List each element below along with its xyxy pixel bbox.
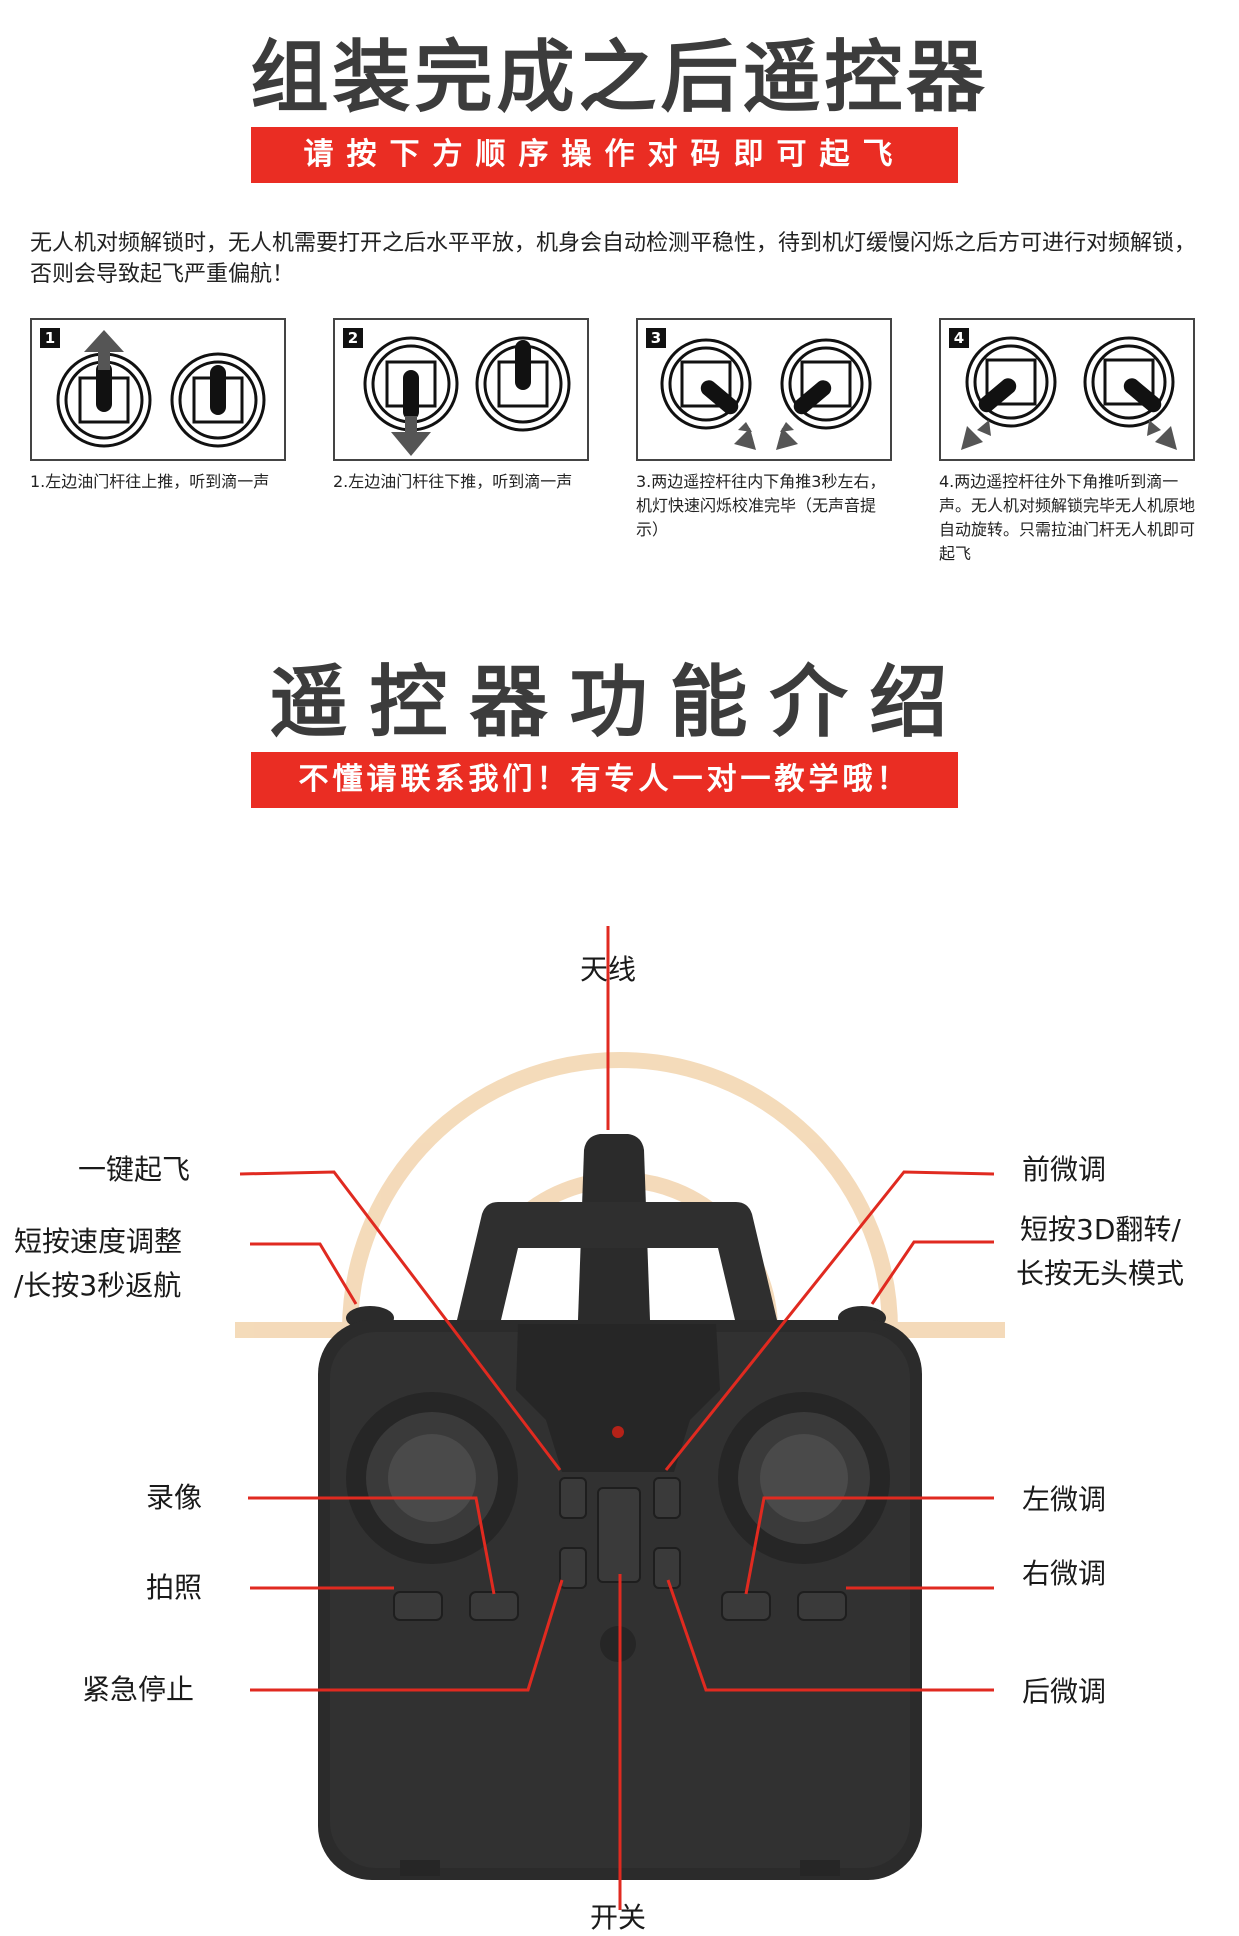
left-trim-button [721, 1591, 771, 1621]
step-number: 1 [40, 328, 60, 348]
label-front-trim: 前微调 [1022, 1153, 1107, 1186]
right-joystick [760, 1434, 848, 1522]
step-2-text: 2.左边油门杆往下推，听到滴一声 [333, 472, 573, 491]
label-one-key-takeoff: 一键起飞 [78, 1153, 191, 1186]
step-number: 4 [949, 328, 969, 348]
step-3-diagram: 3 [636, 318, 892, 461]
step-4-text: 4.两边遥控杆往外下角推听到滴一声。无人机对频解锁完毕无人机原地自动旋转。只需拉… [939, 472, 1196, 563]
label-antenna: 天线 [580, 953, 637, 986]
right-trim-button [797, 1591, 847, 1621]
label-right-trim: 右微调 [1022, 1557, 1107, 1590]
step-2-diagram: 2 [333, 318, 589, 461]
label-speed-adjust: 短按速度调整 [14, 1225, 183, 1258]
label-power-switch: 开关 [590, 1901, 647, 1934]
instruction-banner: 请按下方顺序操作对码即可起飞 [251, 127, 958, 183]
label-left-trim: 左微调 [1022, 1483, 1107, 1516]
step-1-diagram: 1 [30, 318, 286, 461]
step-number: 3 [646, 328, 666, 348]
label-photo: 拍照 [146, 1571, 203, 1604]
contact-banner: 不懂请联系我们！有专人一对一教学哦！ [251, 752, 958, 808]
label-emergency-stop: 紧急停止 [82, 1673, 195, 1706]
joystick-inner-down-icon [660, 338, 872, 450]
record-button [469, 1591, 519, 1621]
label-headless-mode: 长按无头模式 [1016, 1257, 1185, 1290]
joystick-down-icon [363, 336, 571, 456]
section-title: 遥控器功能介绍 [269, 658, 970, 748]
emergency-button [559, 1547, 587, 1589]
label-back-trim: 后微调 [1022, 1675, 1107, 1708]
label-return-home: /长按3秒返航 [14, 1269, 182, 1302]
step-number: 2 [343, 328, 363, 348]
power-led [612, 1426, 624, 1438]
takeoff-button [559, 1477, 587, 1519]
page-title: 组装完成之后遥控器 [250, 33, 989, 123]
power-switch [597, 1487, 641, 1583]
step-4-diagram: 4 [939, 318, 1195, 461]
joystick-outer-down-icon [961, 336, 1177, 450]
label-record: 录像 [146, 1481, 203, 1514]
joystick-up-icon [56, 330, 266, 448]
front-trim-button [653, 1477, 681, 1519]
left-joystick [388, 1434, 476, 1522]
step-1-text: 1.左边油门杆往上推，听到滴一声 [30, 472, 270, 491]
photo-button [393, 1591, 443, 1621]
label-3d-flip: 短按3D翻转/ [1020, 1213, 1181, 1246]
remote-controller-illustration [235, 926, 1005, 1910]
pairing-notice: 无人机对频解锁时，无人机需要打开之后水平平放，机身会自动检测平稳性，待到机灯缓慢… [30, 231, 1197, 287]
step-3-text: 3.两边遥控杆往内下角推3秒左右，机灯快速闪烁校准完毕（无声音提示） [636, 472, 886, 539]
back-trim-button [653, 1547, 681, 1589]
